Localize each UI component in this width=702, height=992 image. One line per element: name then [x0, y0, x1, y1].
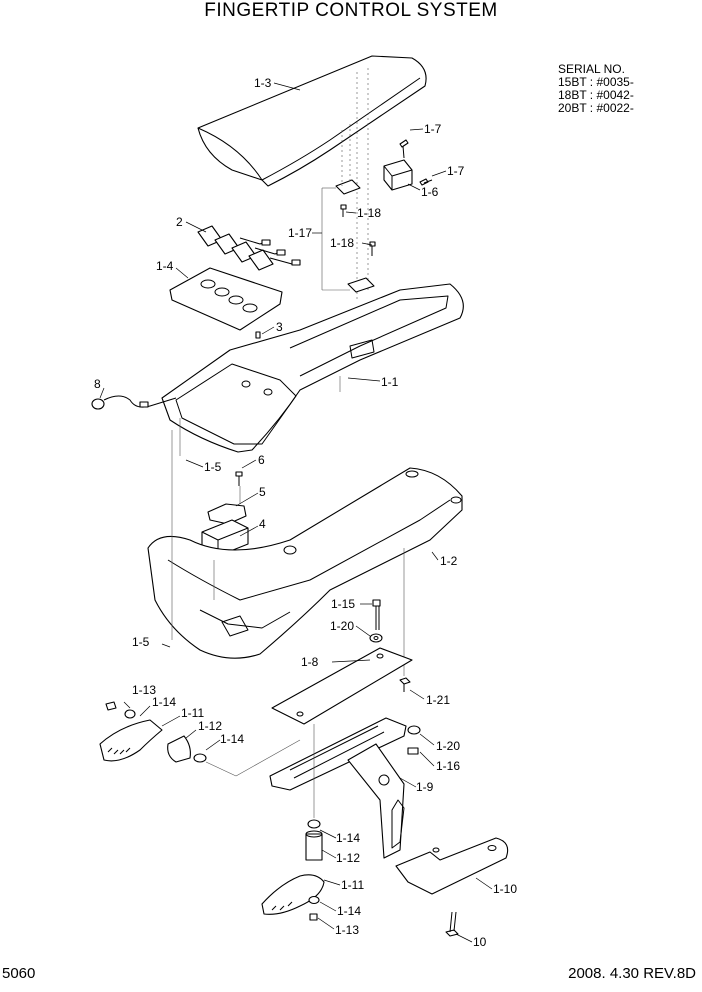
nut-washer-parts [407, 725, 421, 755]
callout-label: 5 [259, 485, 266, 499]
callout-label: 1-6 [421, 185, 439, 199]
lower-housing-part [147, 430, 463, 659]
callout-label: 1-13 [132, 683, 156, 697]
callout-label: 1-21 [426, 693, 450, 707]
left-handle-parts [99, 701, 301, 777]
callout-label: 1-9 [416, 780, 434, 794]
callout-label: 6 [258, 453, 265, 467]
right-handle-parts [261, 724, 325, 921]
callout-label: 1-20 [330, 619, 354, 633]
callout-label: 1-16 [436, 759, 460, 773]
callout-label: 1-7 [424, 122, 442, 136]
callout-label: 1-18 [357, 206, 381, 220]
callout-label: 10 [473, 935, 487, 949]
revision-date: 2008. 4.30 REV.8D [568, 965, 696, 982]
lower-bracket-parts [395, 837, 509, 937]
callout-label: 1-14 [336, 831, 360, 845]
callout-label: 1-13 [335, 923, 359, 937]
callout-label: 3 [276, 320, 283, 334]
serial-number-block: SERIAL NO. 15BT : #0035- 18BT : #0042- 2… [558, 63, 634, 115]
serial-heading: SERIAL NO. [558, 62, 625, 76]
serial-line: 18BT : #0042- [558, 88, 634, 102]
page-title: FINGERTIP CONTROL SYSTEM [204, 0, 498, 21]
callout-label: 1-8 [301, 655, 319, 669]
callout-label: 1-12 [336, 851, 360, 865]
callout-label: 8 [94, 377, 101, 391]
switch-parts [169, 225, 301, 339]
callout-label: 1-12 [198, 719, 222, 733]
callout-label: 1-14 [152, 695, 176, 709]
callout-label: 4 [259, 517, 266, 531]
serial-line: 15BT : #0035- [558, 75, 634, 89]
callout-label: 1-17 [288, 226, 312, 240]
callout-label: 2 [176, 215, 183, 229]
callout-label: 1-11 [341, 878, 364, 892]
armrest-cover-part [197, 55, 427, 300]
callout-label: 1-4 [156, 259, 174, 273]
upper-housing-part [161, 283, 464, 453]
callout-labels: 1-3 1-7 1-7 1-6 1-18 1-17 1-18 2 1-4 3 1… [94, 76, 517, 949]
callout-label: 1-2 [440, 554, 458, 568]
callout-label: 1-10 [493, 882, 517, 896]
callout-label: 1-18 [330, 236, 354, 250]
page-code: 5060 [2, 965, 36, 982]
callout-label: 1-20 [436, 739, 460, 753]
mounting-plate-parts [269, 647, 413, 859]
callout-label: 1-14 [220, 732, 244, 746]
small-parts [179, 418, 249, 557]
bolt-parts [369, 548, 411, 692]
callout-label: 1-11 [181, 706, 204, 720]
cable-connector-part [91, 395, 177, 410]
callout-label: 1-5 [132, 635, 150, 649]
callout-label: 1-14 [337, 904, 361, 918]
bracket-parts [321, 124, 433, 293]
leader-lines [99, 82, 493, 943]
callout-label: 1-3 [254, 76, 272, 90]
callout-label: 1-7 [447, 164, 465, 178]
callout-label: 1-5 [204, 460, 222, 474]
callout-label: 1-15 [331, 597, 355, 611]
serial-line: 20BT : #0022- [558, 101, 634, 115]
callout-label: 1-1 [381, 375, 399, 389]
